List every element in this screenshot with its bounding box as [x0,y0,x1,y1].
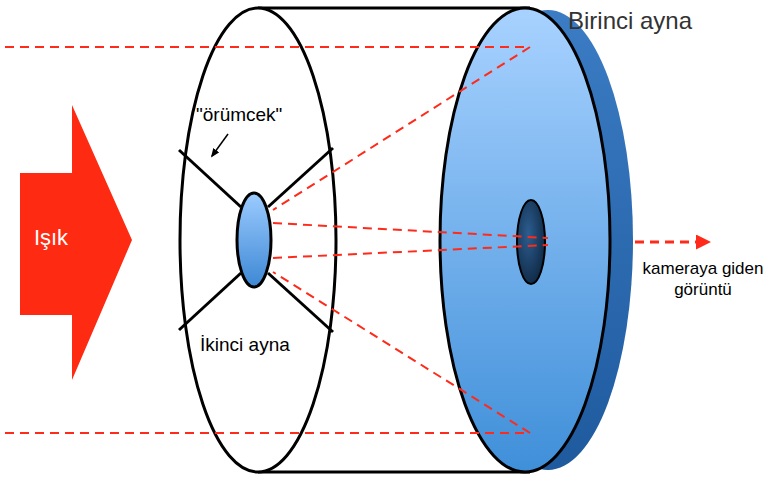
light-arrow [20,105,132,380]
node-text: Işık [20,225,82,251]
part-label: İkinci ayna [200,333,315,357]
tube-edge [258,7,530,10]
light-rays [5,47,548,433]
arrow-label-box: Işık [20,225,82,251]
output-label: kameraya giden görüntü [640,258,766,301]
label-text: kameraya giden görüntü [640,258,766,301]
front-aperture [180,8,336,472]
tube-edge [258,471,530,474]
camera-ray [635,241,708,244]
part-label: "örümcek" [196,103,306,127]
label-text: "örümcek" [196,103,306,127]
label-text: Birinci ayna [568,6,768,36]
leader-arrow [212,134,228,156]
primary-mirror [440,8,610,472]
part-label: Birinci ayna [568,6,768,36]
label-text: İkinci ayna [200,333,315,357]
primary-hole [517,200,545,284]
secondary-mirror [237,193,271,287]
spider-vanes [179,148,333,332]
